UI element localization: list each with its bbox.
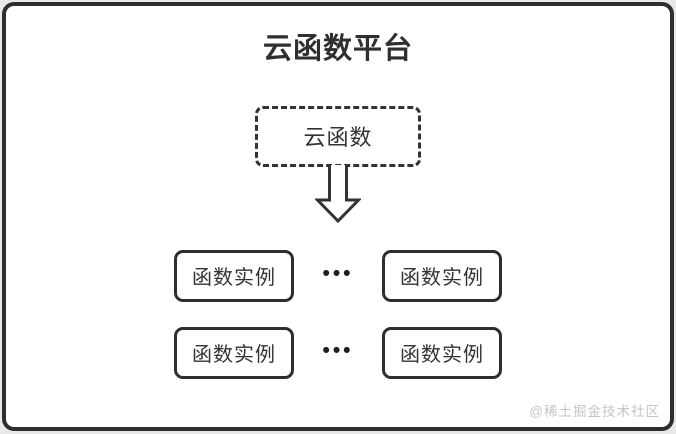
instances-row-1: 函数实例 ••• 函数实例 bbox=[174, 249, 502, 302]
function-instance-label: 函数实例 bbox=[400, 267, 484, 290]
function-instance-node: 函数实例 bbox=[174, 249, 294, 302]
instances-grid: 函数实例 ••• 函数实例 函数实例 ••• 函数实例 bbox=[174, 249, 502, 379]
watermark: @稀土掘金技术社区 bbox=[529, 404, 660, 419]
function-instance-node: 函数实例 bbox=[382, 326, 502, 379]
ellipsis-dots: ••• bbox=[322, 262, 354, 286]
function-instance-label: 函数实例 bbox=[192, 267, 276, 290]
diagram-title: 云函数平台 bbox=[262, 33, 413, 65]
function-instance-label: 函数实例 bbox=[192, 344, 276, 367]
function-instance-node: 函数实例 bbox=[174, 326, 294, 379]
down-arrow-icon bbox=[315, 164, 361, 223]
cloud-function-label: 云函数 bbox=[303, 125, 373, 151]
function-instance-node: 函数实例 bbox=[382, 249, 502, 302]
ellipsis-dots: ••• bbox=[322, 339, 354, 363]
cloud-function-node: 云函数 bbox=[255, 105, 421, 167]
instances-row-2: 函数实例 ••• 函数实例 bbox=[174, 326, 502, 379]
function-instance-label: 函数实例 bbox=[400, 344, 484, 367]
